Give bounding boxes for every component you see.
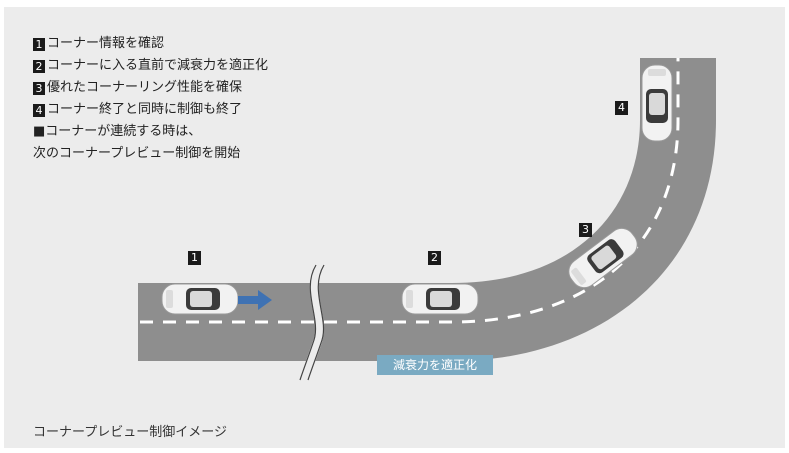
step-text: 優れたコーナーリング性能を確保 (47, 80, 243, 95)
direction-arrow-icon (238, 290, 272, 310)
road-break-mark-edge-right (307, 264, 325, 381)
step-number: 3 (33, 82, 45, 95)
diagram-caption: コーナープレビュー制御イメージ (33, 425, 227, 440)
road-surface (138, 58, 716, 361)
lane-center-dashes (140, 58, 680, 324)
car-position-2 (401, 283, 479, 315)
marker-4: 4 (615, 101, 628, 115)
marker-3: 3 (579, 223, 592, 237)
step-text: コーナー終了と同時に制御も終了 (47, 102, 243, 117)
step-number: 4 (33, 104, 45, 117)
damping-label: 減衰力を適正化 (377, 355, 493, 375)
note-line-2: 次のコーナープレビュー制御を開始 (33, 146, 241, 161)
marker-2: 2 (428, 251, 441, 265)
step-text: コーナー情報を確認 (47, 36, 165, 51)
car-position-1 (161, 283, 239, 315)
step-number: 2 (33, 60, 45, 73)
note-line-1: ■コーナーが連続する時は、 (33, 124, 202, 139)
road-break-mark-edge-left (299, 264, 317, 381)
step-text: コーナーに入る直前で減衰力を適正化 (47, 58, 269, 73)
road-break-mark (299, 262, 325, 382)
car-position-4 (641, 64, 673, 142)
marker-1: 1 (188, 251, 201, 265)
step-number: 1 (33, 38, 45, 51)
